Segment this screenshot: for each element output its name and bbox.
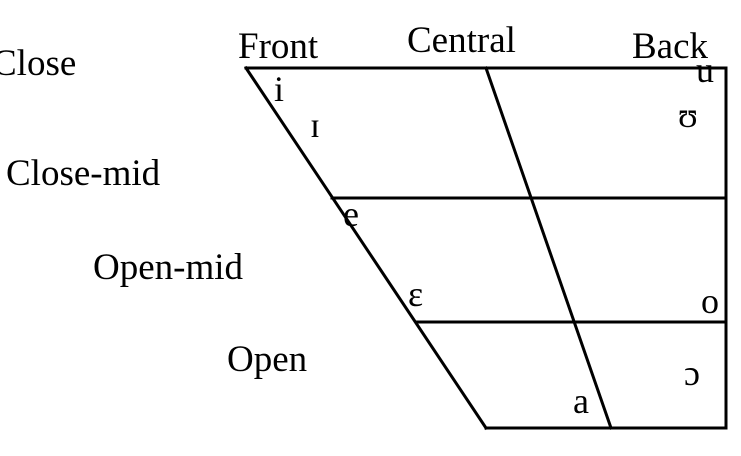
row-label-open: Open (227, 339, 307, 380)
vowel-open-o: ɔ (684, 353, 700, 393)
vowel-e: e (343, 194, 359, 234)
row-label-open-mid: Open-mid (93, 247, 244, 288)
vowel-o: o (701, 281, 719, 321)
vowel-upsilon: ʊ (678, 95, 698, 135)
column-label-front: Front (238, 26, 319, 67)
front-edge (243, 65, 489, 431)
vowel-epsilon: ɛ (408, 274, 423, 314)
vowel-u: u (696, 50, 714, 90)
vowel-i: i (274, 69, 284, 109)
column-label-back: Back (632, 26, 709, 67)
row-label-close-mid: Close-mid (6, 153, 161, 194)
row-label-close: Close (0, 43, 76, 84)
vowel-small-cap-i: ɪ (310, 105, 320, 145)
vowel-a: a (573, 381, 589, 421)
column-label-central: Central (407, 20, 516, 61)
central-line (484, 66, 613, 430)
